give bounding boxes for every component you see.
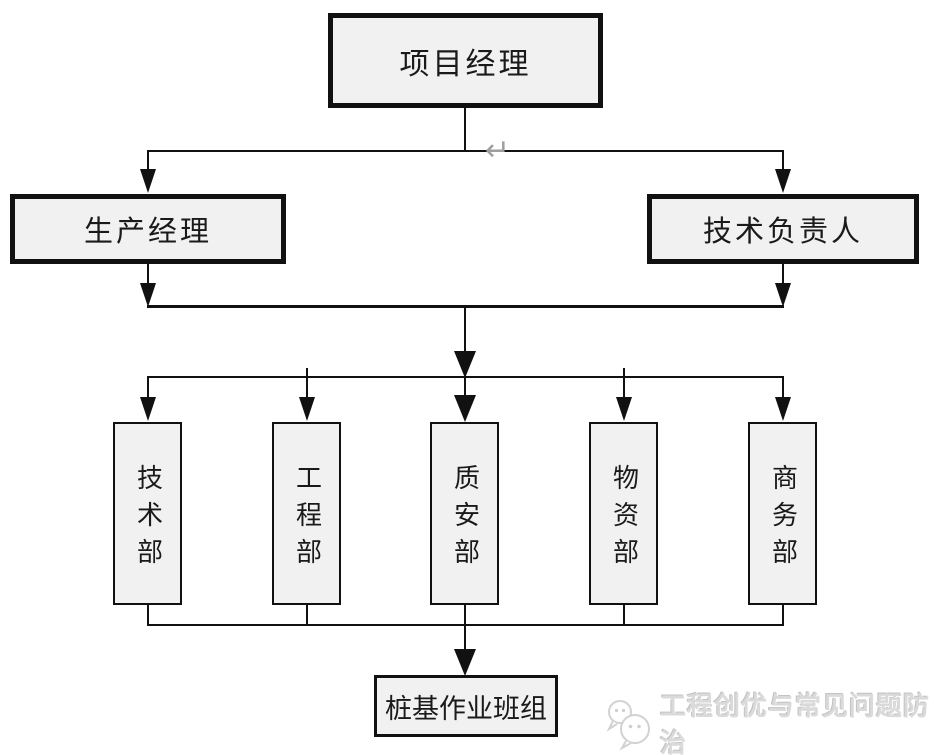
connector-up-stub-4 xyxy=(623,603,625,626)
watermark-text: 工程创优与常见问题防治 xyxy=(660,691,931,755)
arrowhead-down-icon xyxy=(140,397,156,421)
watermark: 工程创优与常见问题防治 xyxy=(604,686,935,755)
arrowhead-down-icon xyxy=(775,397,791,421)
node-dept-quality-safety: 质安部 xyxy=(430,422,499,605)
node-production-manager: 生产经理 xyxy=(10,194,286,264)
connector-rail-2 xyxy=(147,305,784,308)
connector-drop-1 xyxy=(147,376,149,400)
arrowhead-down-icon xyxy=(775,169,791,193)
connector-drop-3 xyxy=(464,376,466,398)
connector-left-stub xyxy=(147,262,149,286)
node-dept-technical: 技术部 xyxy=(113,422,182,605)
arrowhead-down-icon xyxy=(775,283,791,307)
node-label: 质安部 xyxy=(450,463,480,575)
connector-elbow-left xyxy=(147,150,149,172)
node-project-manager: 项目经理 xyxy=(328,13,603,108)
node-label: 物资部 xyxy=(609,463,639,575)
node-dept-commercial: 商务部 xyxy=(748,422,817,605)
connector-top-stem xyxy=(464,107,466,152)
connector-drop-5 xyxy=(782,376,784,400)
node-label: 商务部 xyxy=(768,463,798,575)
node-label: 项目经理 xyxy=(399,47,532,81)
connector-right-stub xyxy=(782,262,784,286)
connector-bottom-stem xyxy=(464,624,466,652)
node-dept-engineering: 工程部 xyxy=(272,422,341,605)
node-label: 技术部 xyxy=(133,463,163,575)
connector-elbow-right xyxy=(782,150,784,172)
return-mark-glyph: ↵ xyxy=(485,133,511,168)
node-label: 工程部 xyxy=(292,463,322,575)
node-label: 技术负责人 xyxy=(702,216,863,248)
arrowhead-down-icon xyxy=(454,649,476,676)
node-dept-materials: 物资部 xyxy=(589,422,658,605)
arrowhead-down-icon xyxy=(299,397,315,421)
node-technical-director: 技术负责人 xyxy=(647,194,919,264)
connector-drop-2 xyxy=(306,368,308,400)
arrowhead-down-icon xyxy=(454,351,476,378)
connector-center-stem xyxy=(464,308,466,353)
node-pile-work-team: 桩基作业班组 xyxy=(374,675,558,737)
chat-bubbles-logo-icon xyxy=(604,695,654,751)
node-label: 桩基作业班组 xyxy=(385,693,547,724)
connector-up-stub-2 xyxy=(306,603,308,626)
node-label: 生产经理 xyxy=(83,216,212,248)
arrowhead-down-icon xyxy=(140,169,156,193)
connector-rail-1 xyxy=(147,150,784,152)
arrowhead-down-icon xyxy=(140,283,156,307)
connector-up-stub-5 xyxy=(782,603,784,626)
arrowhead-down-icon xyxy=(616,397,632,421)
connector-up-stub-3 xyxy=(464,603,466,626)
connector-drop-4 xyxy=(623,368,625,400)
arrowhead-down-icon xyxy=(454,395,476,422)
connector-up-stub-1 xyxy=(147,603,149,626)
